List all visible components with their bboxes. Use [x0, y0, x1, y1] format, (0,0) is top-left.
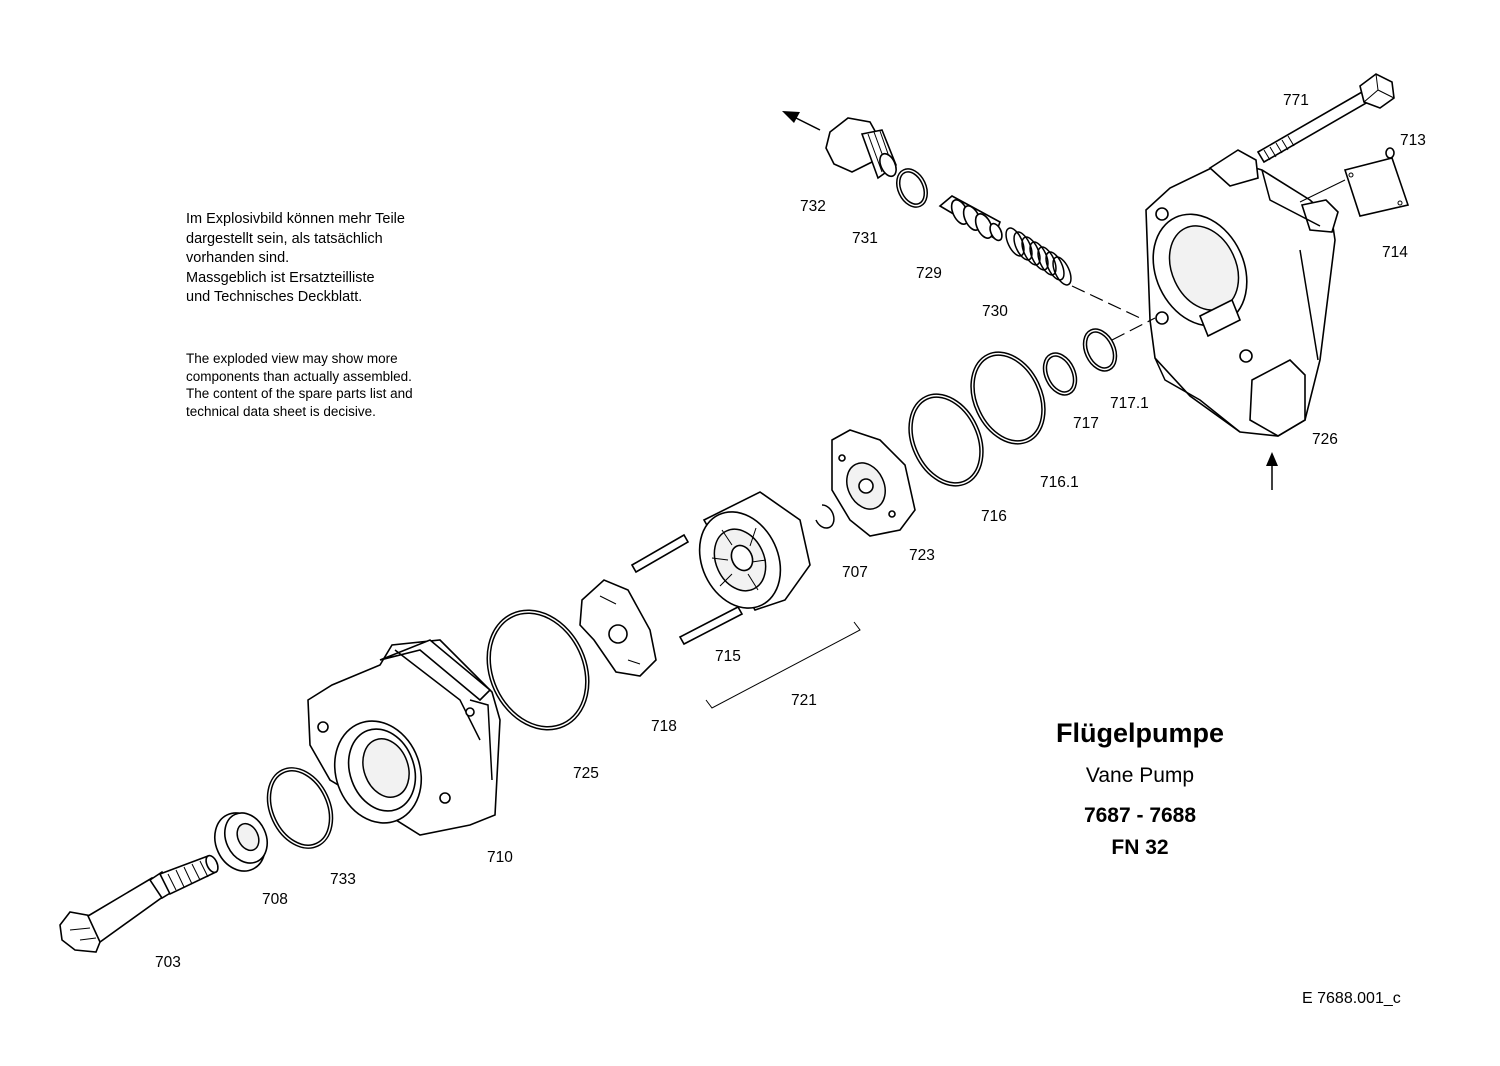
note-english-line: The exploded view may show more	[186, 351, 398, 366]
part-731-o-ring	[896, 168, 928, 208]
axis-line-main	[1111, 317, 1156, 341]
model-range: 7687 - 7688	[1083, 804, 1197, 827]
label-729: 729	[916, 265, 942, 282]
part-717-o-ring	[1042, 352, 1078, 396]
axis-line-valve	[1071, 285, 1141, 319]
part-725-o-ring	[486, 609, 590, 731]
title-sub: Vane Pump	[1085, 764, 1195, 787]
note-english: The exploded view may show more componen…	[186, 350, 413, 420]
label-714: 714	[1382, 244, 1408, 261]
label-718: 718	[651, 718, 677, 735]
label-715: 715	[715, 648, 741, 665]
label-703: 703	[155, 954, 181, 971]
part-708-shaft-seal	[214, 812, 268, 872]
part-723-snap-ring	[815, 504, 835, 529]
inlet-arrow	[1266, 452, 1278, 490]
label-730: 730	[982, 303, 1008, 320]
part-707-rotor-ring	[698, 491, 811, 611]
note-german-line: vorhanden sind.	[186, 250, 290, 266]
label-721: 721	[791, 692, 817, 709]
title-block: Flügelpumpe Vane Pump 7687 - 7688 FN 32	[1020, 716, 1260, 862]
label-716-1: 716.1	[1040, 474, 1079, 491]
outlet-arrow	[782, 111, 821, 131]
part-718-port-plate	[579, 579, 657, 677]
note-english-line: technical data sheet is decisive.	[186, 403, 376, 419]
leader-714	[1299, 179, 1346, 203]
label-717-1: 717.1	[1110, 395, 1149, 412]
label-771: 771	[1283, 92, 1309, 109]
note-german-line: Im Explosivbild können mehr Teile	[186, 211, 405, 227]
label-707: 707	[842, 564, 868, 581]
label-713: 713	[1400, 132, 1426, 149]
part-771-bolt	[1256, 73, 1395, 164]
note-german-line: dargestellt sein, als tatsächlich	[186, 230, 383, 247]
part-710-front-cover	[307, 639, 501, 836]
label-726: 726	[1312, 431, 1338, 448]
part-715-pins	[630, 533, 744, 646]
part-714-name-plate	[1343, 157, 1410, 217]
part-713-rivet	[1385, 147, 1395, 159]
label-708: 708	[262, 891, 288, 908]
part-717-1-o-ring	[1082, 328, 1118, 372]
label-732: 732	[800, 198, 826, 215]
part-726-housing	[1145, 149, 1339, 437]
label-710: 710	[487, 849, 513, 866]
label-733: 733	[330, 871, 356, 888]
label-717: 717	[1073, 415, 1099, 432]
part-716-1-o-ring	[970, 351, 1046, 445]
note-german-line: und Technisches Deckblatt.	[186, 289, 363, 305]
part-723-pressure-plate	[831, 429, 916, 537]
note-german-line: Massgeblich ist Ersatzteilliste	[186, 269, 375, 286]
note-german: Im Explosivbild können mehr Teile darges…	[186, 210, 405, 308]
note-english-line: components than actually assembled.	[186, 368, 412, 384]
model-fn: FN 32	[1111, 836, 1169, 859]
label-725: 725	[573, 765, 599, 782]
bracket-721	[705, 621, 861, 709]
label-731: 731	[852, 230, 878, 247]
part-730-spring	[1005, 227, 1072, 286]
title-main: Flügelpumpe	[1056, 718, 1224, 748]
label-716: 716	[981, 508, 1007, 525]
drawing-number: E 7688.001_c	[1302, 990, 1401, 1007]
part-733-o-ring	[266, 767, 334, 849]
part-716-o-ring	[908, 393, 984, 487]
part-729-valve-spool	[938, 195, 1003, 242]
note-english-line: The content of the spare parts list and	[186, 386, 413, 401]
part-732-plug	[825, 117, 897, 180]
part-703-drive-shaft	[59, 854, 219, 953]
label-723: 723	[909, 547, 935, 564]
